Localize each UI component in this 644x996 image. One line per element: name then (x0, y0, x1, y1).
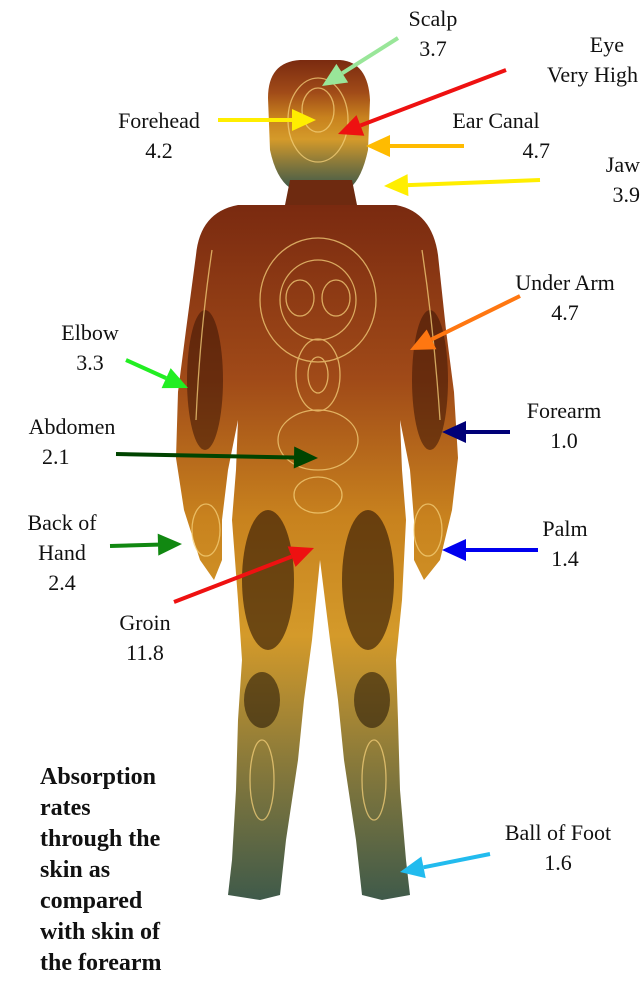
caption-line-3: through the (40, 824, 210, 855)
caption-line-2: rates (40, 793, 210, 824)
label-abdomen-value: 2.1 (12, 442, 132, 472)
label-back-of-hand-value: 2.4 (12, 568, 112, 598)
label-jaw: Jaw 3.9 (560, 150, 640, 210)
label-under-arm-value: 4.7 (494, 298, 636, 328)
label-elbow-name: Elbow (40, 318, 140, 348)
label-palm-value: 1.4 (520, 544, 610, 574)
label-forehead-value: 4.2 (100, 136, 218, 166)
label-groin: Groin 11.8 (100, 608, 190, 668)
caption-line-5: compared (40, 886, 210, 917)
label-groin-name: Groin (100, 608, 190, 638)
label-ear-canal-value: 4.7 (436, 136, 556, 166)
label-elbow-value: 3.3 (40, 348, 140, 378)
label-eye-name: Eye (502, 30, 638, 60)
label-eye-value: Very High (502, 60, 638, 90)
arrow-palm-head (442, 539, 466, 561)
arm-shadow-right (412, 310, 448, 450)
arrow-jaw-shaft (408, 180, 540, 185)
caption-line-4: skin as (40, 855, 210, 886)
knee-shadow-left (244, 672, 280, 728)
label-scalp: Scalp 3.7 (388, 4, 478, 64)
label-elbow: Elbow 3.3 (40, 318, 140, 378)
knee-shadow-right (354, 672, 390, 728)
label-forehead: Forehead 4.2 (100, 106, 218, 166)
caption-line-7: the forearm (40, 948, 210, 979)
label-under-arm-name: Under Arm (494, 268, 636, 298)
label-forearm: Forearm 1.0 (508, 396, 620, 456)
label-jaw-value: 3.9 (560, 180, 640, 210)
label-ear-canal: Ear Canal 4.7 (436, 106, 556, 166)
label-ball-of-foot-name: Ball of Foot (480, 818, 636, 848)
label-groin-value: 11.8 (100, 638, 190, 668)
arm-shadow-left (187, 310, 223, 450)
arrow-back-of-hand-head (158, 534, 182, 556)
label-palm: Palm 1.4 (520, 514, 610, 574)
label-scalp-name: Scalp (388, 4, 478, 34)
torso-legs-shape (176, 205, 458, 900)
label-scalp-value: 3.7 (388, 34, 478, 64)
diagram-caption: Absorption rates through the skin as com… (40, 762, 210, 979)
arrow-back-of-hand-shaft (110, 545, 158, 546)
label-back-of-hand: Back of Hand 2.4 (12, 508, 112, 598)
label-ball-of-foot-value: 1.6 (480, 848, 636, 878)
label-jaw-name: Jaw (560, 150, 640, 180)
label-forearm-value: 1.0 (508, 426, 620, 456)
caption-line-6: with skin of (40, 917, 210, 948)
arrow-jaw-head (384, 174, 408, 196)
caption-line-1: Absorption (40, 762, 210, 793)
arrow-ear-canal-head (366, 135, 390, 157)
label-eye: Eye Very High (502, 30, 644, 90)
label-ear-canal-name: Ear Canal (436, 106, 556, 136)
label-back-of-hand-line2: Hand (12, 538, 112, 568)
thigh-shadow-left (242, 510, 294, 650)
label-abdomen: Abdomen 2.1 (12, 412, 132, 472)
label-abdomen-name: Abdomen (12, 412, 132, 442)
label-forehead-name: Forehead (100, 106, 218, 136)
label-palm-name: Palm (520, 514, 610, 544)
label-ball-of-foot: Ball of Foot 1.6 (480, 818, 636, 878)
label-back-of-hand-line1: Back of (12, 508, 112, 538)
thigh-shadow-right (342, 510, 394, 650)
label-under-arm: Under Arm 4.7 (494, 268, 636, 328)
label-forearm-name: Forearm (508, 396, 620, 426)
